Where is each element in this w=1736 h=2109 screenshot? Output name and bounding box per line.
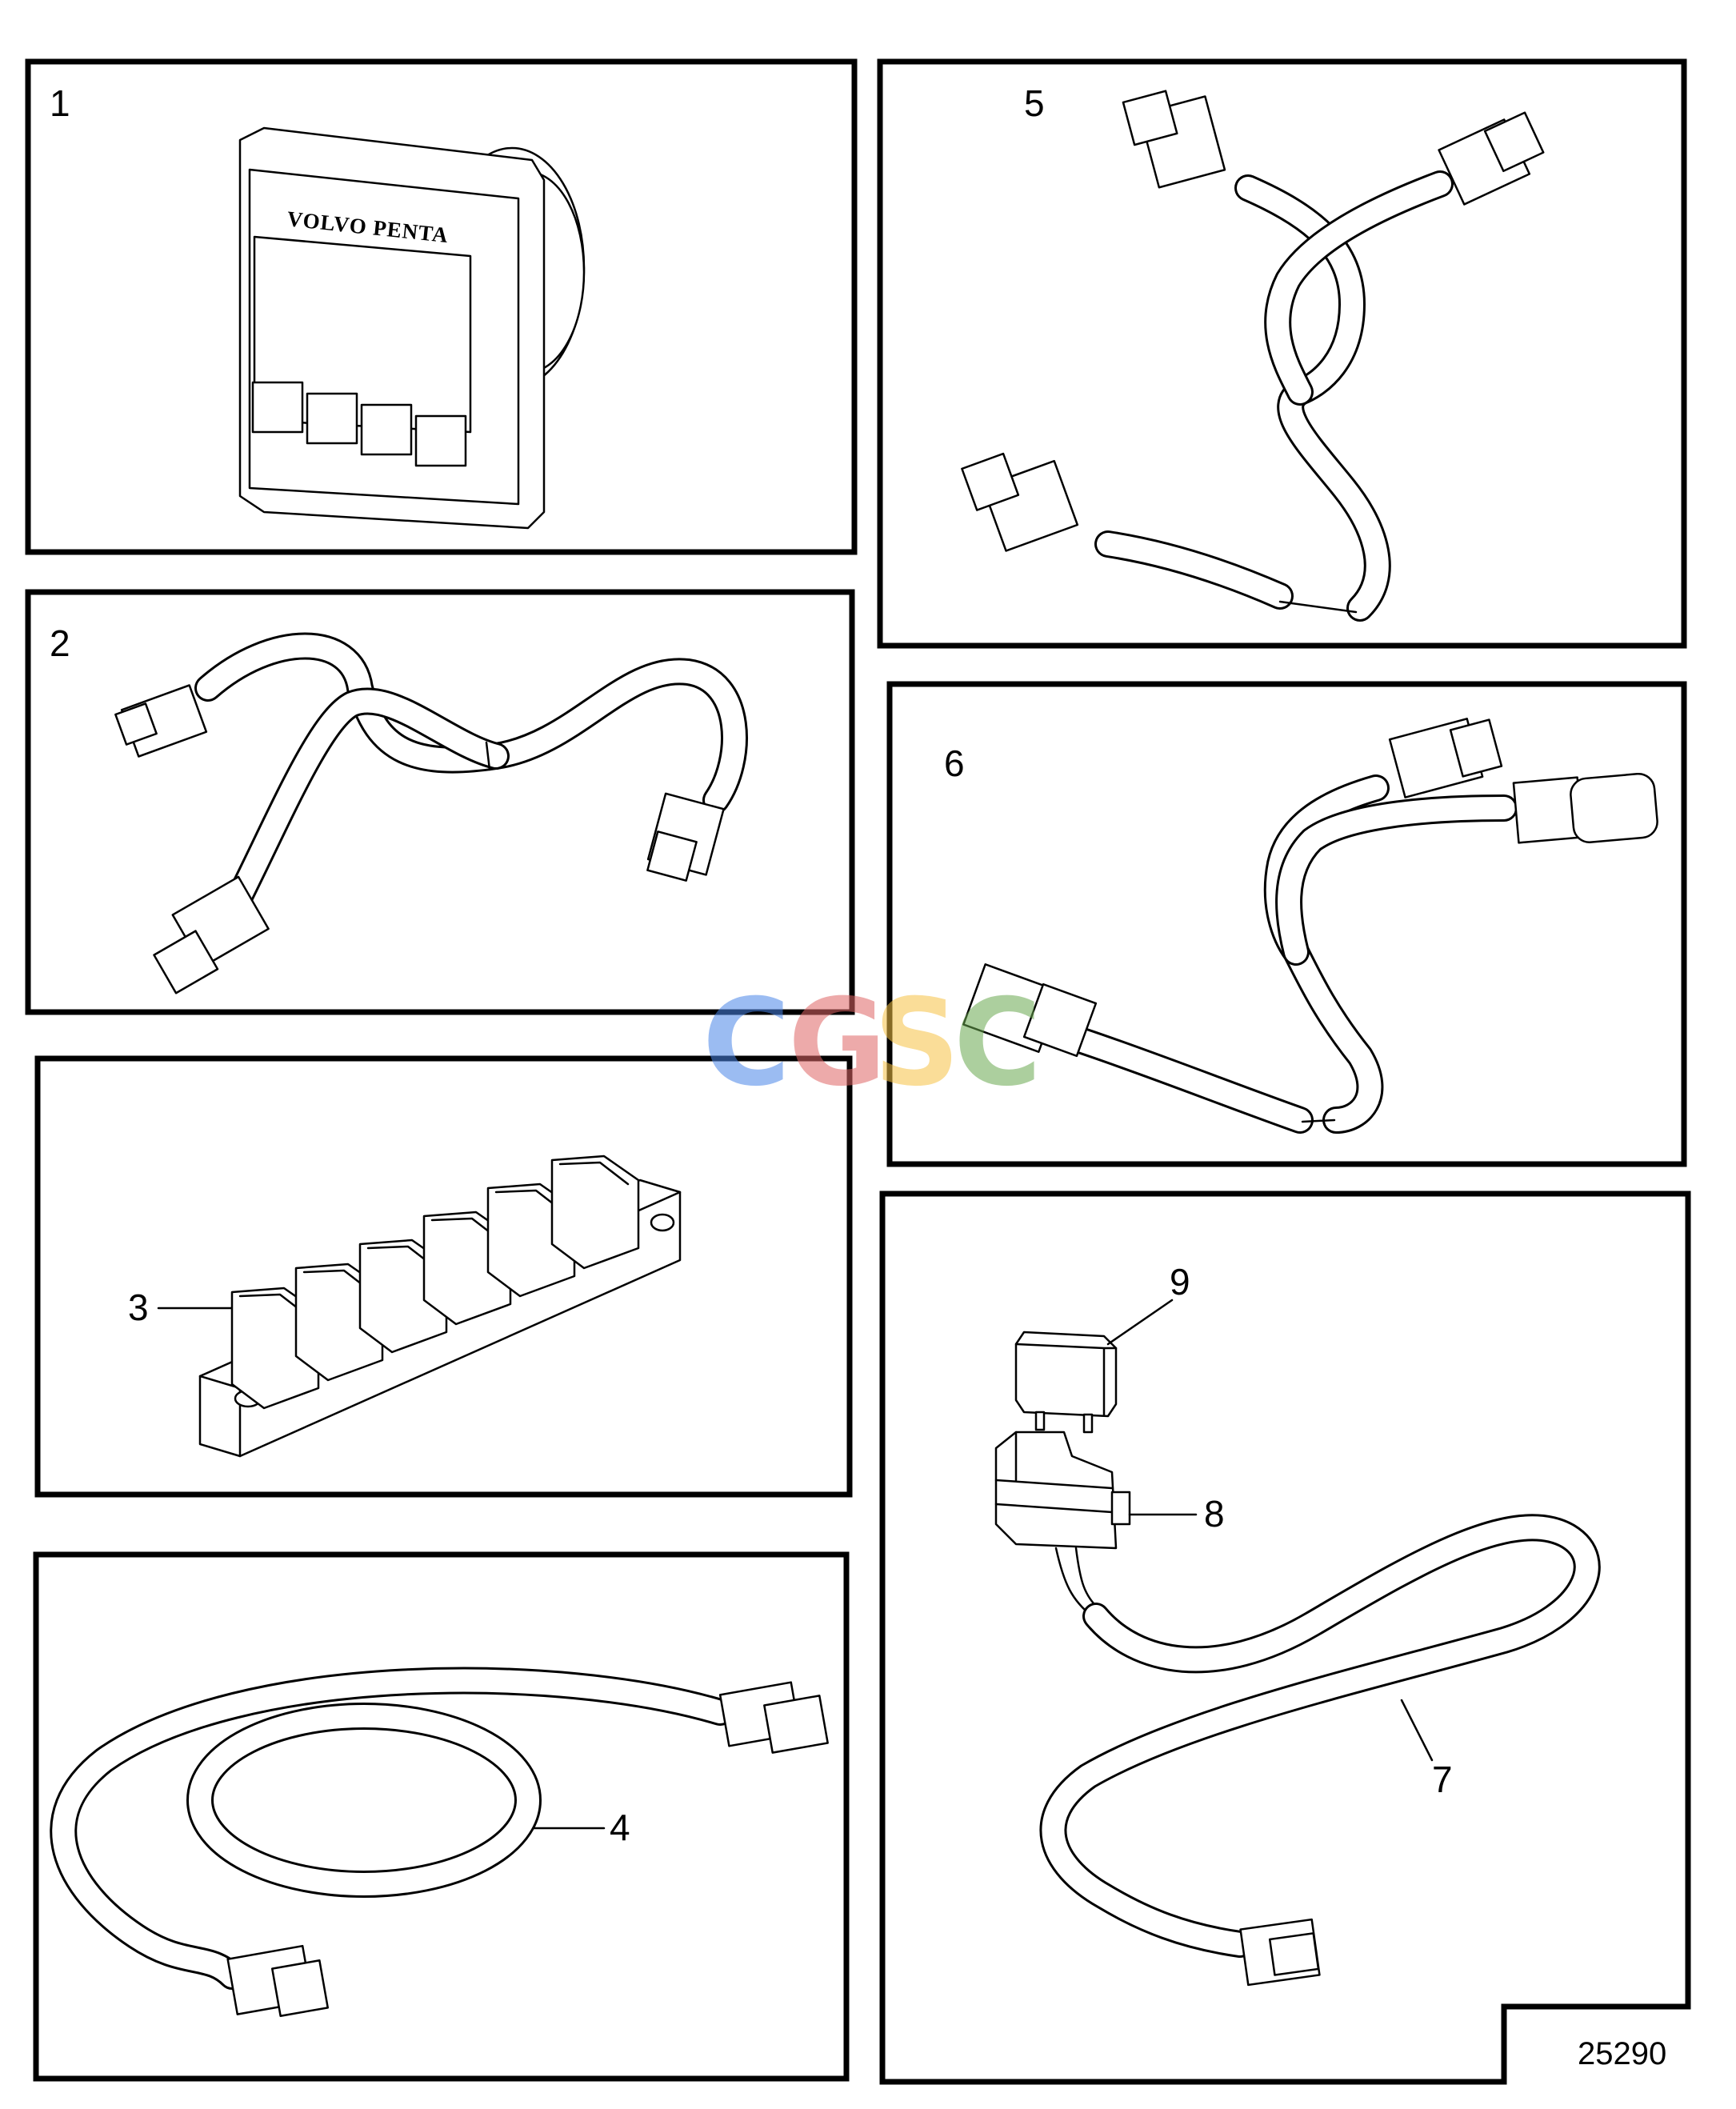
callout-4: 4 [610,1807,630,1848]
callout-1: 1 [50,82,70,124]
callout-3: 3 [128,1287,149,1328]
watermark-letter-4: C [954,974,1042,1113]
callout-7: 7 [1432,1759,1453,1800]
panel-2: 2 [25,589,855,1015]
cable-4 [50,1667,734,1990]
watermark-letter-2: G [788,974,886,1113]
leader-9 [1106,1299,1174,1346]
display-button-2 [306,392,358,445]
cable-4-connector-b [226,1944,330,2018]
display-screen [253,235,472,434]
panel-4-frame [33,1551,850,2082]
relay-socket-8 [994,1431,1131,1550]
callout-5: 5 [1024,82,1045,124]
figure-number: 25290 [1578,2036,1666,2071]
display-button-4 [414,414,467,467]
panel-3: 3 [34,1055,853,1498]
cable-7 [1039,1514,1601,1958]
watermark-letter-1: C [702,974,790,1113]
panel-7: 9 8 7 25290 [879,1191,1691,2085]
panel-7-frame [879,1191,1691,2085]
panel-2-frame [25,589,855,1015]
display-button-3 [360,403,413,456]
callout-6: 6 [944,742,965,784]
display-button-1 [251,381,304,434]
panel-5-frame [877,58,1687,649]
cable-4-connector-a [718,1681,829,1754]
harness-2-connector-b [646,792,725,882]
harness-2-cable [194,632,748,910]
cable-7-connector [1239,1918,1321,1987]
watermark-logo: C G S C [702,974,1042,1113]
harness-2-connector-a [114,684,208,758]
cable-6 [1066,774,1518,1134]
cable-5-connector-b [1438,111,1545,206]
callout-8: 8 [1204,1493,1225,1535]
cable-5-connector-c [961,452,1079,552]
panel-1-frame [25,58,858,555]
connector-block [198,1155,682,1458]
cable-5 [1094,170,1454,622]
watermark-letter-3: S [874,974,960,1113]
panel-5: 5 [877,58,1687,649]
cable-6-connector-c [962,963,1098,1058]
relay-9 [1014,1331,1118,1434]
cable-6-connector-a [1388,718,1503,798]
cable-6-connector-b [1512,772,1658,844]
display-unit: VOLVO PENTA [238,126,586,530]
panel-4: 4 [33,1551,850,2082]
panel-3-frame [34,1055,853,1498]
panel-6-frame [886,681,1687,1167]
cable-5-connector-a [1122,90,1226,189]
panel-1: 1 VOLVO PENTA [25,58,858,555]
leader-7 [1400,1699,1434,1762]
block-socket-6 [550,1155,640,1270]
harness-2-connector-c [153,875,270,994]
panel-6: 6 [886,681,1687,1167]
callout-9: 9 [1170,1261,1190,1303]
callout-2: 2 [50,622,70,664]
